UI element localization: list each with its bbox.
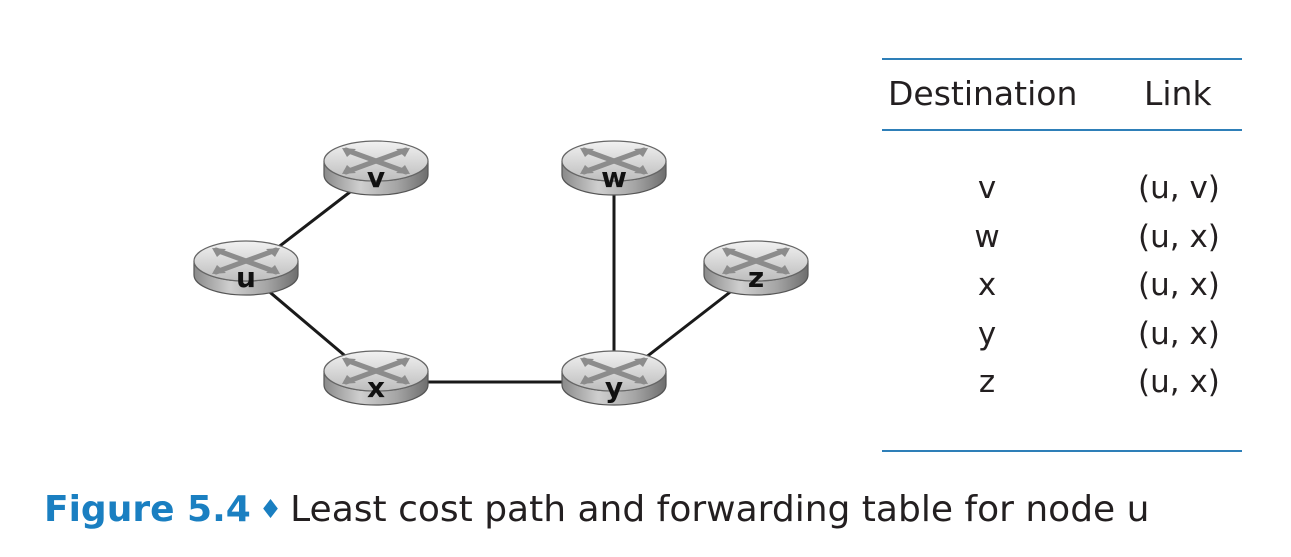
link-header: Link	[1144, 74, 1212, 113]
table-row: y (u, x)	[882, 316, 1242, 365]
router-v: v	[323, 140, 429, 196]
table-bottom-rule	[882, 450, 1242, 452]
table-header-rule	[882, 129, 1242, 131]
figure-caption: Figure 5.4♦Least cost path and forwardin…	[44, 489, 1149, 530]
table-row: x (u, x)	[882, 267, 1242, 316]
router-label: x	[367, 371, 385, 404]
router-u: u	[193, 240, 299, 296]
forwarding-table: Destination Link v (u, v) w (u, x) x (u,…	[882, 58, 1242, 452]
router-arrows-icon	[580, 147, 648, 175]
router-w: w	[561, 140, 667, 196]
link-cell: (u, x)	[1138, 364, 1220, 400]
router-label: v	[367, 161, 385, 194]
router-arrows-icon	[580, 357, 648, 385]
table-row: w (u, x)	[882, 219, 1242, 268]
router-arrows-icon	[212, 247, 280, 275]
destination-cell: y	[977, 315, 997, 352]
table-row: v (u, v)	[882, 170, 1242, 219]
router-y: y	[561, 350, 667, 406]
destination-cell: z	[978, 364, 996, 400]
links-layer	[245, 170, 757, 384]
link-cell: (u, x)	[1138, 315, 1220, 352]
destination-header: Destination	[888, 74, 1078, 113]
table-top-rule	[882, 58, 1242, 60]
router-arrows-icon	[342, 147, 410, 175]
router-arrows-icon	[342, 357, 410, 385]
table-body: v (u, v) w (u, x) x (u, x) y (u, x) z (u…	[882, 170, 1242, 413]
destination-cell: x	[977, 267, 997, 303]
router-label: w	[601, 161, 627, 194]
caption-text: Least cost path and forwarding table for…	[290, 489, 1150, 530]
router-x: x	[323, 350, 429, 406]
destination-cell: v	[977, 170, 997, 206]
link-cell: (u, x)	[1138, 267, 1220, 303]
link-cell: (u, v)	[1138, 170, 1220, 206]
router-label: u	[236, 261, 256, 294]
diamond-separator-icon: ♦	[258, 495, 283, 525]
table-row: z (u, x)	[882, 364, 1242, 413]
router-arrows-icon	[722, 247, 790, 275]
router-label: z	[748, 261, 764, 294]
figure-number: Figure 5.4	[44, 489, 251, 530]
link-cell: (u, x)	[1138, 218, 1220, 255]
network-diagram: u v w x y z	[193, 140, 809, 406]
destination-cell: w	[974, 218, 1000, 255]
router-label: y	[605, 371, 623, 404]
router-z: z	[703, 240, 809, 296]
routers-layer: u v w x y z	[193, 140, 809, 406]
